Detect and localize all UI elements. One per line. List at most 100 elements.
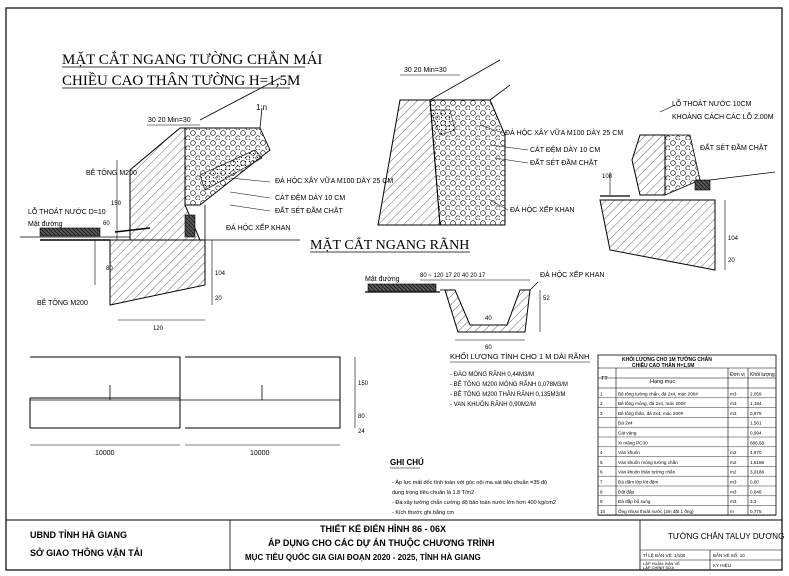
ditch-dim-40: 40 (485, 316, 492, 322)
table-cell: m3 (730, 489, 737, 494)
table-cell: m3 (730, 401, 737, 406)
elevation-dim-150: 150 (358, 381, 369, 387)
table-cell: Bê tông tường chắn, đá 2x4, mác 200# (618, 390, 698, 396)
table-cell: 1 (600, 391, 603, 396)
table-cell: 0,846 (750, 489, 762, 494)
table-header-qty: Khối lượng (750, 372, 775, 378)
table-cell: Đá đắp bổ sung (618, 498, 651, 504)
table-cell: 0,60 (750, 480, 759, 485)
right-dim-20: 20 (728, 258, 735, 264)
right-dim-104: 104 (728, 236, 739, 242)
quantity-table (597, 354, 777, 516)
table-cell: 0,775 (750, 509, 762, 514)
ditch-cross-section (365, 279, 541, 341)
table-cell: Bê tông thân, đá 2x4, mác 200# (618, 411, 684, 416)
wall-dim-20: 20 (215, 296, 222, 302)
table-cell: m3 (730, 391, 737, 396)
wall-slope-label: 1:n (256, 103, 267, 112)
elevation-dim-left: 10000 (95, 450, 115, 457)
table-cell: 686,68 (750, 440, 764, 445)
note-line: - Đá xây tường chắn cường độ bảo toàn nư… (392, 499, 556, 506)
note-line: - Kích thước ghi bằng cm (392, 509, 454, 516)
notes-title: GHI CHÚ (390, 458, 424, 467)
ditch-dim-52: 52 (543, 296, 550, 302)
wall-right-section (599, 104, 776, 271)
ditch-dim-60: 60 (485, 345, 492, 351)
table-cell: 4,870 (750, 450, 762, 455)
detail-label-da-hoc-xay: ĐÁ HỘC XÂY VỮA M100 DÀY 25 CM (505, 128, 623, 137)
quantity-line: - BÊ TÔNG M200 THÂN RÃNH 0,135M3/M (450, 390, 565, 398)
table-cell: 5 (600, 460, 603, 465)
right-label-dat-set: ĐẤT SÉT ĐẦM CHẶT (700, 142, 769, 152)
table-cell: Bê tông móng, đá 2x4, mác 200# (618, 401, 686, 406)
elevation-dim-24: 24 (358, 429, 365, 435)
table-cell: Ván khuôn móng tường chắn (618, 459, 678, 465)
wall-dim-150: 150 (111, 201, 122, 207)
table-cell: 0,875 (750, 411, 762, 416)
wall-dim-80: 80 (106, 266, 113, 272)
project-line-3: MỤC TIÊU QUỐC GIA GIAI ĐOẠN 2020 - 2025,… (245, 552, 481, 562)
table-cell: 6 (600, 470, 603, 475)
label-mat-duong: Mặt đường (28, 221, 63, 228)
sheet-scale: TỈ LỆ BẢN VẼ: 1/100 (643, 551, 686, 558)
table-cell: m2 (730, 470, 737, 475)
project-line-2: ÁP DỤNG CHO CÁC DỰ ÁN THUỘC CHƯƠNG TRÌNH (268, 537, 494, 548)
quantity-line: - ĐÀO MÓNG RÃNH 0,44M3/M (450, 371, 534, 378)
table-cell: 1,561 (750, 421, 762, 426)
table-cell: Xi măng PC30 (618, 440, 648, 445)
detail-label-dat-set: ĐẤT SÉT ĐẦM CHẶT (530, 157, 599, 167)
table-title-2: CHIỀU CAO THÂN H=1,5M (632, 362, 694, 369)
wall-title-line1: MẶT CẮT NGANG TƯỜNG CHẮN MÁI (62, 51, 322, 68)
wall-dim-104: 104 (215, 271, 226, 277)
wall-detail-section (377, 59, 511, 226)
table-cell: 1,184 (750, 401, 762, 406)
table-cell: 4 (600, 450, 603, 455)
label-cat-dem: CÁT ĐỆM DÀY 10 CM (275, 193, 345, 202)
table-body: 1 Bê tông tường chắn, đá 2x4, mác 200# m3 2… (598, 390, 776, 516)
label-da-hoc-xep: ĐÁ HỘC XẾP KHAN (226, 222, 290, 232)
wall-elevation (29, 356, 356, 446)
ditch-dims: 80 ~ 120 17 20 40 20 17 (420, 273, 486, 279)
ditch-title: MẶT CẮT NGANG RÃNH (310, 236, 469, 253)
quantity-line: - BÊ TÔNG M200 MÓNG RÃNH 0,078M3/M (450, 380, 568, 388)
ditch-label-da-hoc-xep: ĐÁ HỘC XẾP KHAN (540, 269, 604, 279)
table-header-unit: Đơn vị (730, 372, 745, 378)
elevation-dim-right: 10000 (250, 450, 270, 457)
table-header-tt: TT (601, 376, 608, 382)
table-title-1: KHỐI LƯỢNG CHO 1M TƯỜNG CHẮN (622, 355, 712, 363)
project-line-1: THIẾT KẾ ĐIỂN HÌNH 86 - 06X (320, 523, 446, 534)
title-block-frame (5, 519, 783, 571)
label-be-tong-top: BÊ TÔNG M200 (86, 168, 137, 177)
table-cell: 3 (600, 411, 603, 416)
table-cell: 8 (600, 489, 603, 494)
table-header-item: Hạng mục (650, 379, 675, 385)
table-cell: m3 (730, 499, 737, 504)
table-cell: Ván khuôn (618, 450, 640, 455)
table-cell: Đá 2x4 (618, 421, 633, 426)
detail-label-da-hoc-xep: ĐÁ HỘC XẾP KHAN (510, 204, 574, 214)
table-cell: Ván khuôn thân tường chắn (618, 469, 676, 475)
right-dim-108: 108 (602, 174, 613, 180)
table-cell: m2 (730, 460, 737, 465)
table-cell: 2 (600, 401, 603, 406)
wall-title-line2: CHIỀU CAO THÂN TƯỜNG H=1,5M (62, 72, 300, 89)
table-cell: Đất đắp (618, 488, 635, 494)
table-cell: Ống nhựa thoát nước (2m đặt 1 ống) (618, 508, 694, 514)
table-cell: 9 (600, 499, 603, 504)
table-cell: 3,3 (750, 499, 757, 504)
table-cell: m2 (730, 450, 737, 455)
table-cell: 1,8186 (750, 460, 764, 465)
wall-cross-section (20, 77, 300, 321)
note-line: dung trọng tiêu chuẩn là 1.8 T/m2 (392, 489, 474, 496)
table-cell: m3 (730, 480, 737, 485)
label-dat-set: ĐẤT SÉT ĐẦM CHẶT (275, 205, 344, 215)
elevation-dim-80: 80 (358, 414, 365, 420)
sheet-note: KÝ HIỆU (713, 561, 731, 568)
quantity-title: KHỐI LƯỢNG TÍNH CHO 1 M DÀI RÃNH (450, 351, 589, 361)
note-line: - Áp lực mất dốc tính toán với góc nội m… (392, 479, 547, 486)
right-label-lo-thoat-1: LỖ THOÁT NƯỚC 10CM (672, 99, 752, 108)
table-cell: m3 (730, 411, 737, 416)
sheet-check: LẬP CHỈNH SỬA (643, 565, 674, 570)
table-cell: 7 (600, 480, 603, 485)
